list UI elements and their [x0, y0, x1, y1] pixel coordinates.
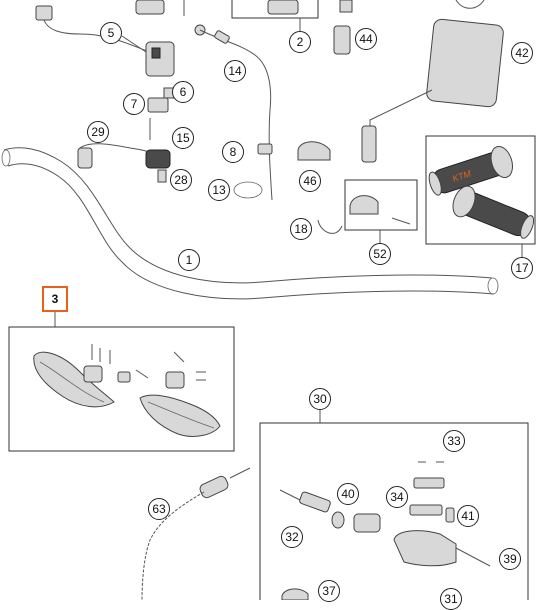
callout-37[interactable]: 37: [318, 580, 340, 602]
clutch-cable-end-part: [199, 475, 229, 499]
callout-8[interactable]: 8: [222, 141, 244, 163]
callout-15[interactable]: 15: [172, 127, 194, 149]
cable-adjuster-part: [214, 30, 230, 44]
switch-part: [267, 0, 299, 15]
callout-29[interactable]: 29: [87, 121, 109, 143]
callout-3-selected[interactable]: 3: [42, 286, 68, 312]
spring-part: [279, 489, 301, 501]
switch-housing-part: [145, 41, 175, 77]
callout-41[interactable]: 41: [457, 505, 479, 527]
mount-part: [83, 365, 103, 383]
connector-part: [35, 5, 53, 21]
handguard-right-part: [139, 394, 221, 437]
grip-left-part: KTM: [428, 145, 514, 196]
callout-52[interactable]: 52: [369, 243, 391, 265]
handlebar-end: [487, 277, 499, 295]
leader-line: [121, 35, 147, 53]
seal-part: [331, 511, 345, 529]
clamp-part: [349, 195, 379, 215]
callout-2[interactable]: 2: [289, 31, 311, 53]
master-cylinder-part: [393, 530, 457, 567]
cover-part: [147, 97, 169, 113]
screw-part: [391, 217, 411, 225]
handguard-box-frame: [8, 326, 235, 452]
mirror-arc-part: [455, 0, 485, 9]
callout-6[interactable]: 6: [172, 81, 194, 103]
callout-28[interactable]: 28: [170, 169, 192, 191]
boot-part: [353, 513, 381, 533]
pin-part: [445, 507, 455, 523]
callout-17[interactable]: 17: [511, 257, 533, 279]
clamp-part: [297, 141, 331, 161]
callout-1[interactable]: 1: [178, 249, 200, 271]
handguard-right-part: [147, 401, 215, 429]
callout-63[interactable]: 63: [148, 498, 170, 520]
grip-right-part: [452, 185, 535, 239]
clamp-box-frame: [344, 179, 418, 231]
sleeve-part: [333, 25, 351, 55]
screw-part: [135, 369, 149, 379]
handguard-left-part: [39, 361, 105, 403]
callout-46[interactable]: 46: [299, 170, 321, 192]
cable-part: [43, 19, 151, 53]
reservoir-cap-part: [413, 477, 445, 489]
clutch-cable-part: [229, 467, 251, 479]
callout-34[interactable]: 34: [386, 486, 408, 508]
kill-switch-connector-part: [77, 147, 93, 169]
callout-40[interactable]: 40: [337, 483, 359, 505]
callout-30[interactable]: 30: [309, 388, 331, 410]
o-ring-part: [233, 181, 263, 199]
callout-14[interactable]: 14: [224, 60, 246, 82]
cable-tie-part: [317, 219, 343, 234]
callout-7[interactable]: 7: [123, 93, 145, 115]
master-cylinder-box-frame: [259, 422, 529, 600]
piston-part: [299, 491, 331, 513]
grips-box-frame: [425, 135, 536, 245]
switch-button-part: [151, 47, 161, 59]
screw-part: [455, 547, 491, 567]
handlebar-upper-edge: [3, 147, 493, 284]
screw-part: [157, 169, 167, 183]
callout-33[interactable]: 33: [443, 430, 465, 452]
switch-box-frame: [231, 0, 319, 19]
mirror-base-part: [361, 125, 377, 163]
handguard-left-part: [33, 351, 115, 408]
switch-top-part: [135, 0, 165, 15]
callout-42[interactable]: 42: [511, 42, 533, 64]
clip-part: [257, 143, 273, 155]
callout-44[interactable]: 44: [355, 28, 377, 50]
mirror-head-part: [426, 18, 504, 108]
callout-39[interactable]: 39: [499, 548, 521, 570]
callout-5[interactable]: 5: [100, 22, 122, 44]
handlebar-end: [1, 149, 11, 167]
callout-32[interactable]: 32: [281, 526, 303, 548]
diaphragm-part: [409, 504, 443, 516]
clip-part: [117, 371, 131, 383]
kill-switch-part: [145, 149, 171, 169]
lever-part: [281, 588, 309, 600]
bolt-part: [339, 0, 353, 13]
screw-part: [173, 351, 185, 363]
mount-part: [165, 371, 185, 389]
throttle-cable-part: [199, 29, 273, 201]
callout-18[interactable]: 18: [290, 218, 312, 240]
mirror-stem-part: [369, 89, 433, 160]
callout-31[interactable]: 31: [440, 588, 462, 610]
clutch-cable-part: [141, 491, 205, 600]
handlebar-lower-edge: [7, 163, 495, 300]
callout-13[interactable]: 13: [208, 179, 230, 201]
